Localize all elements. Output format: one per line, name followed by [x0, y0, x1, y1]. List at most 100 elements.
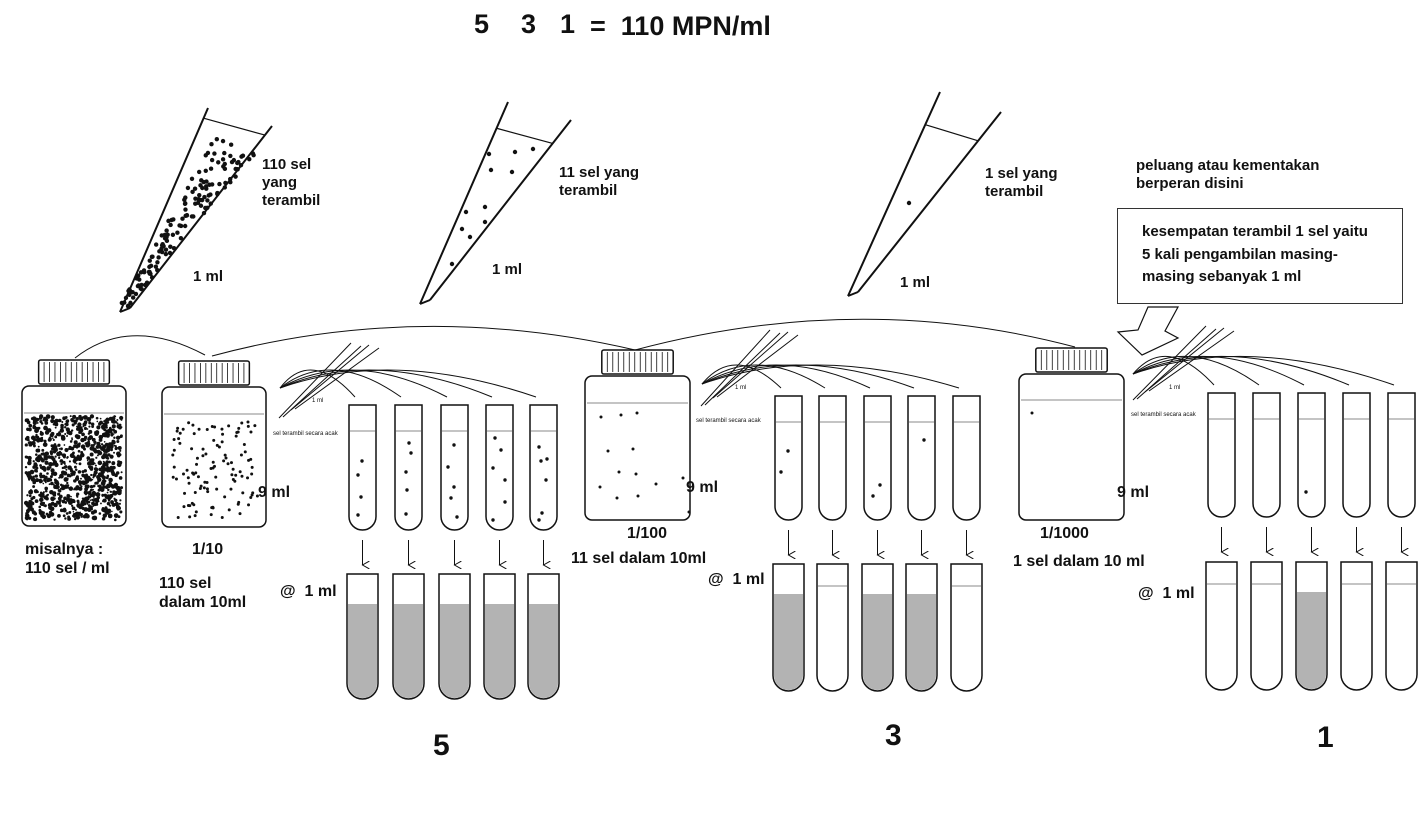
tube-group-1-result-positive-fill — [394, 604, 423, 698]
stock-cell — [113, 518, 117, 522]
pipette-110-cells-cell — [202, 194, 207, 200]
tube-group-1-sample-cell — [545, 457, 549, 461]
stock-cell — [58, 448, 61, 450]
pipette-110-cells-cell — [168, 222, 173, 228]
stock-cell — [28, 423, 33, 428]
stock-cell — [27, 455, 32, 461]
stock-cell — [93, 470, 98, 475]
stock-cell — [105, 447, 111, 453]
stock-cell — [59, 428, 64, 433]
bottle-1-10-cell — [227, 424, 231, 428]
stock-cell — [104, 480, 107, 482]
stock-cell — [105, 417, 110, 422]
pipette-110-cells-cell — [203, 168, 208, 173]
pipette-110-cells-cell — [238, 162, 244, 168]
stock-cell — [78, 427, 84, 433]
stock-cell — [85, 493, 87, 496]
stock-cell — [111, 416, 116, 421]
stock-cell — [49, 512, 55, 517]
pipette-110-cells-cell — [220, 138, 226, 144]
stock-cell — [71, 506, 76, 511]
stock-cell — [84, 492, 87, 495]
stock-cell — [28, 508, 31, 511]
stock-cell — [38, 508, 42, 512]
tube-group-1-small-pipette-2 — [290, 344, 380, 411]
stock-cell — [93, 502, 97, 507]
stock-cell — [78, 487, 81, 490]
stock-cell — [40, 422, 44, 425]
stock-cell — [96, 474, 101, 480]
pipette-110-cells-liquid-level — [203, 117, 266, 136]
bottle-1-1000-cap — [1035, 347, 1108, 373]
stock-cell — [62, 455, 66, 459]
stock-cell — [68, 431, 73, 436]
stock-cell — [58, 451, 63, 456]
bottle-1-10-cell — [241, 491, 245, 495]
tube-group-3-fan-arc — [1132, 355, 1215, 386]
stock-cell — [78, 480, 83, 485]
stock-cell — [46, 472, 49, 475]
bottle-1-10-cell — [240, 421, 244, 425]
pipette-1-cell-cell — [906, 200, 912, 206]
stock-cell — [89, 467, 94, 471]
stock-cell — [36, 421, 39, 424]
pipette-110-cells-cell — [164, 238, 170, 244]
stock-cell — [57, 443, 61, 447]
tube-group-1-result-positive-fill — [440, 604, 469, 698]
dilution-3-volume: 9 ml — [1117, 484, 1150, 501]
bottle-1-10-cell — [201, 454, 205, 458]
stock-cell — [42, 504, 45, 507]
pipette-110-cells-cell — [136, 273, 141, 278]
stock-cell — [108, 477, 113, 483]
stock-cell — [75, 508, 77, 511]
stock-cell — [51, 457, 56, 462]
bottle-1-10-cell — [185, 468, 189, 472]
bottle-1-10-cell — [178, 431, 182, 435]
stock-cell — [48, 436, 52, 439]
stock-cell — [85, 441, 91, 447]
pipette-110-cells-cell — [222, 150, 227, 156]
pipette-11-cells-cell — [512, 149, 518, 155]
stock-cell — [42, 491, 45, 494]
bottle-1-10-cell — [176, 426, 180, 430]
pipette-110-cells-cell — [149, 275, 155, 280]
tube-group-1-sample-cell — [404, 512, 408, 516]
pipette-110-cells-cell — [183, 195, 188, 200]
stock-cell — [84, 442, 87, 445]
stock-cell — [94, 431, 99, 437]
stock-cell — [95, 416, 99, 420]
pipette-110-cells-cell — [171, 246, 177, 251]
stock-cell — [75, 417, 79, 421]
stock-cell — [46, 479, 50, 483]
stock-cell — [83, 435, 88, 440]
title-digit-3: 1 — [560, 9, 576, 39]
stock-cell — [45, 494, 49, 497]
stock-cell — [43, 504, 47, 508]
stock-cell — [59, 504, 62, 508]
stock-cell — [34, 428, 39, 434]
bottle-1-10-cell — [195, 456, 199, 460]
stock-cell — [50, 431, 55, 436]
tube-group-1-result-positive-fill — [529, 604, 558, 698]
pipette-110-cells-cell — [148, 263, 154, 269]
bottle-1-100-cell — [636, 494, 640, 498]
stock-cell — [32, 495, 36, 500]
stock-cell — [40, 458, 45, 463]
tube-group-1-sample-cell — [491, 518, 495, 522]
stock-cell — [35, 469, 38, 473]
stock-cell — [28, 494, 32, 498]
stock-cell — [43, 425, 48, 431]
stock-cell — [39, 464, 42, 467]
stock-cell — [114, 445, 117, 448]
tube-group-3-sample-tube — [1207, 392, 1236, 518]
pipette-110-cells-cell — [153, 264, 159, 269]
stock-cell — [52, 491, 57, 495]
stock-cell — [117, 446, 122, 450]
stock-cell — [50, 471, 55, 476]
stock-cell — [54, 422, 59, 427]
stock-cell — [64, 426, 67, 429]
dilution-1-volume: 9 ml — [258, 484, 291, 501]
stock-cell — [110, 491, 113, 493]
pipette-1-volume-label: 1 ml — [193, 268, 224, 285]
stock-cell — [87, 507, 92, 512]
